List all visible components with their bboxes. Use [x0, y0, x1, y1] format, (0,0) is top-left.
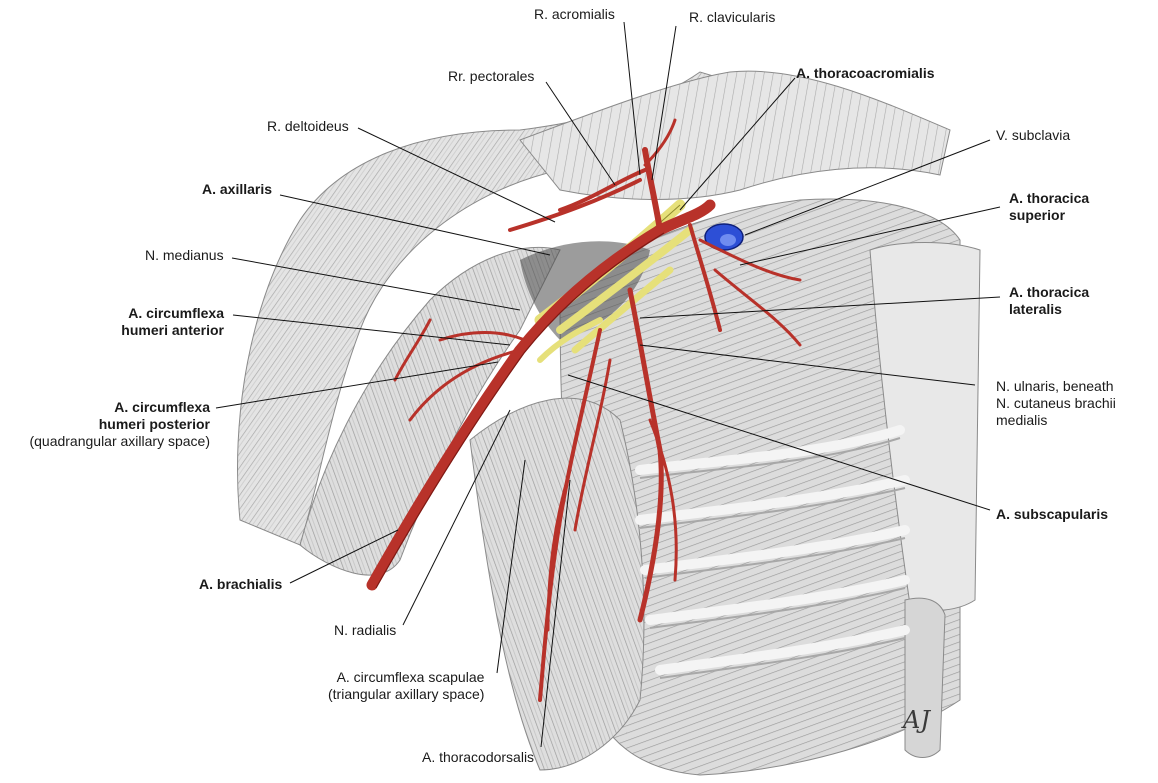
label-a-thoracica-superior: A. thoracica superior: [1009, 190, 1090, 223]
label-a-thoracica-lateralis: A. thoracica lateralis: [1009, 284, 1090, 317]
leader-lines: [215, 21, 1001, 748]
label-rr-pectorales: Rr. pectorales: [448, 68, 535, 84]
clavicle-band: [519, 70, 951, 200]
arterial-tree: [366, 118, 802, 702]
label-n-radialis: N. radialis: [334, 622, 397, 638]
label-a-circumflexa-scapulae: A. circumflexa scapulae (triangular axil…: [328, 669, 485, 702]
label-a-thoracodorsalis: A. thoracodorsalis: [422, 749, 535, 765]
label-a-circumflexa-humeri-posterior: A. circumflexa humeri posterior (quadran…: [29, 399, 210, 449]
label-v-subclavia: V. subclavia: [996, 127, 1071, 143]
label-a-thoracoacromialis: A. thoracoacromialis: [796, 65, 935, 81]
rib-bands: [635, 425, 910, 675]
label-a-brachialis: A. brachialis: [199, 576, 283, 592]
label-r-deltoideus: R. deltoideus: [267, 118, 349, 134]
label-n-medianus: N. medianus: [145, 247, 224, 263]
label-n-ulnaris: N. ulnaris, beneath N. cutaneus brachii …: [996, 378, 1116, 428]
xiphoid: [904, 597, 946, 758]
rib-shadows: [639, 437, 906, 679]
artist-signature: AJ: [901, 706, 931, 734]
label-a-circumflexa-humeri-anterior: A. circumflexa humeri anterior: [121, 305, 224, 338]
serratus-region: [469, 397, 645, 771]
label-a-subscapularis: A. subscapularis: [996, 506, 1109, 522]
deltoid-muscle: [237, 71, 762, 546]
label-r-clavicularis: R. clavicularis: [689, 9, 776, 25]
label-a-axillaris: A. axillaris: [202, 181, 273, 197]
arterial-highlights: [375, 232, 665, 589]
label-r-acromialis: R. acromialis: [534, 6, 615, 22]
